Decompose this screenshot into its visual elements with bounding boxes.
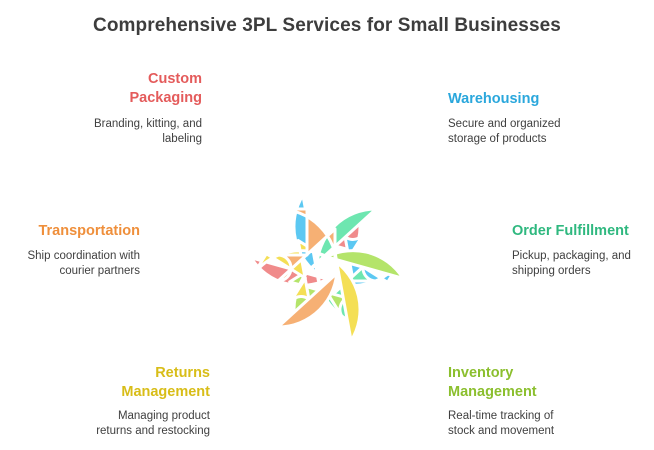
warehousing-petal <box>292 193 405 297</box>
warehousing-description: Secure and organized storage of products <box>448 118 561 145</box>
transportation-label: Transportation <box>38 223 140 239</box>
transportation-petal <box>276 207 339 329</box>
inventory-management-description: Real-time tracking of stock and movement <box>448 410 555 437</box>
inventory-management-label: Inventory Management <box>448 365 537 400</box>
custom-packaging-label: Custom Packaging <box>129 71 202 106</box>
returns-management-petal <box>249 239 362 343</box>
warehousing-label: Warehousing <box>448 91 540 107</box>
order-fulfillment-description: Pickup, packaging, and shipping orders <box>512 250 631 277</box>
returns-management-label: Returns Management <box>121 365 210 400</box>
custom-packaging-description: Branding, kitting, and labeling <box>93 118 202 145</box>
petal-group <box>249 193 405 343</box>
order-fulfillment-label: Order Fulfillment <box>512 223 629 239</box>
diagram-title: Comprehensive 3PL Services for Small Bus… <box>93 15 561 36</box>
returns-management-description: Managing product returns and restocking <box>96 410 210 437</box>
transportation-description: Ship coordination with courier partners <box>27 250 140 277</box>
